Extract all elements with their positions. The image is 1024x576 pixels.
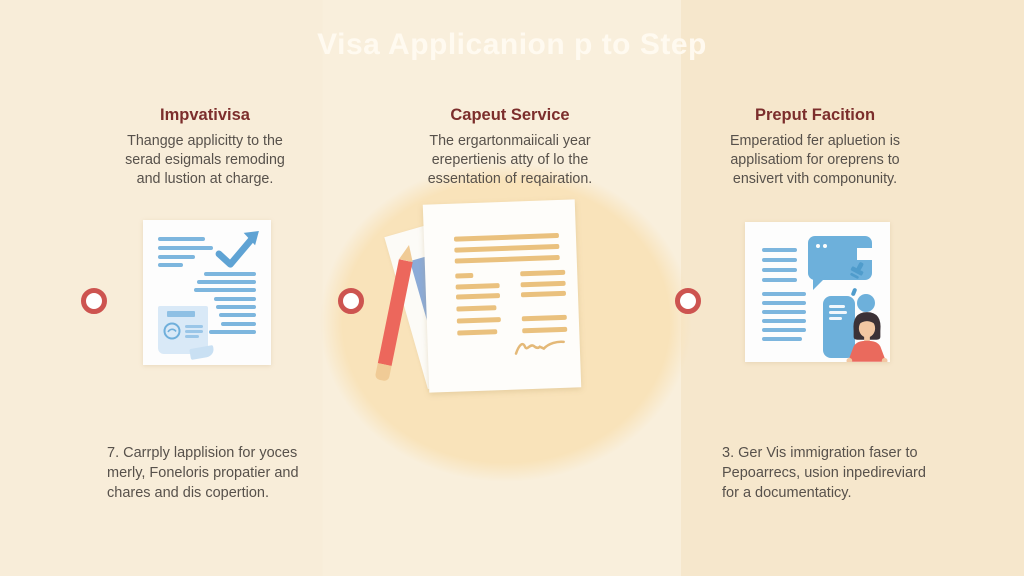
comma-mark: [850, 287, 858, 297]
text-line: [221, 322, 256, 326]
document-header-bar: [167, 311, 195, 317]
person-icon: [846, 312, 888, 362]
text-line: [456, 317, 501, 324]
text-line: [158, 255, 195, 259]
text-line: [185, 325, 203, 328]
text-line: [456, 305, 497, 312]
text-line: [158, 237, 205, 241]
text-line: [204, 272, 256, 276]
text-line: [522, 326, 568, 333]
application-papers-illustration: [374, 193, 600, 403]
column-left-body-line: Thangge applicitty to the: [127, 133, 283, 149]
column-right-body-line: Emperatiod fer apluetion is: [729, 133, 901, 149]
note-right-line: for a documentaticy.: [722, 485, 852, 501]
column-right-body-line: applisatiom for oreprens to: [730, 152, 900, 168]
text-line: [520, 280, 566, 287]
text-line: [762, 258, 797, 262]
text-line: [197, 280, 256, 284]
text-line: [455, 293, 501, 300]
text-line: [520, 269, 566, 276]
column-left-heading: Impvativisa: [160, 106, 250, 124]
note-left-line: merly, Foneloris propatier and: [107, 465, 299, 481]
text-line: [454, 254, 560, 264]
text-line: [762, 319, 806, 323]
column-center-heading: Capeut Service: [450, 106, 570, 124]
text-line: [158, 263, 183, 267]
text-line: [455, 283, 500, 290]
text-line: [762, 301, 806, 305]
page-title: Visa Applicanion p to Step: [317, 28, 707, 61]
note-left: 7. Carrply lapplision for yoces merly, F…: [107, 443, 299, 503]
text-line: [455, 272, 474, 279]
text-line: [762, 248, 797, 252]
column-center-body-line: essentation of reqairation.: [427, 171, 593, 187]
text-line: [453, 232, 559, 242]
column-center-body-line: The ergartonmaiicali year: [429, 133, 591, 149]
text-line: [185, 335, 199, 338]
check-arrow-icon: [215, 231, 259, 268]
text-line: [457, 329, 498, 336]
text-line: [454, 243, 560, 253]
text-line: [521, 314, 567, 321]
text-line: [194, 288, 256, 292]
phone-icon: [823, 296, 855, 358]
text-line: [762, 328, 806, 332]
note-right-line: Pepoarrecs, usion inpedireviard: [722, 465, 926, 481]
step-ring-icon: [675, 288, 701, 314]
column-right-heading: Preput Facition: [754, 106, 876, 124]
phone-text-line: [829, 311, 847, 314]
column-right-body-line: ensivert vith componunity.: [732, 171, 898, 187]
approved-document-illustration: [143, 220, 271, 365]
dot-circle-icon: [857, 294, 875, 312]
column-left-body-line: serad esigmals remoding: [125, 152, 285, 168]
mini-document-icon: [158, 306, 215, 361]
step-ring-icon: [81, 288, 107, 314]
text-line: [216, 305, 256, 309]
text-line: [214, 297, 256, 301]
text-line: [209, 330, 256, 334]
column-left: Impvativisa Thangge applicitty to the se…: [93, 106, 317, 189]
column-center: Capeut Service The ergartonmaiicali year…: [398, 106, 622, 189]
step-ring-icon: [338, 288, 364, 314]
front-sheet: [422, 199, 582, 393]
note-right-line: 3. Ger Vis immigration faser to: [722, 445, 918, 461]
text-line: [219, 313, 256, 317]
text-line: [762, 268, 797, 272]
column-left-body-line: and lustion at charge.: [136, 171, 274, 187]
text-line: [762, 292, 806, 296]
bubble-dot: [823, 244, 827, 248]
text-line: [158, 246, 213, 250]
text-line: [520, 290, 567, 297]
note-left-line: chares and dis copertion.: [107, 485, 270, 501]
stamp-icon: [163, 322, 181, 340]
stamp-icon: [850, 262, 864, 279]
text-line: [762, 337, 802, 341]
bubble-dot: [816, 244, 820, 248]
phone-text-line: [829, 305, 845, 308]
phone-text-line: [829, 317, 842, 320]
page-curl: [189, 344, 215, 361]
text-line: [762, 278, 797, 282]
bubble-notch: [857, 248, 873, 260]
signature-icon: [514, 340, 565, 355]
text-line: [762, 310, 806, 314]
text-line: [185, 330, 203, 333]
support-chat-illustration: [745, 222, 890, 362]
column-right: Preput Facition Emperatiod fer apluetion…: [703, 106, 927, 189]
column-center-body-line: erepertienis atty of lo the: [431, 152, 589, 168]
note-right: 3. Ger Vis immigration faser to Pepoarre…: [722, 443, 926, 503]
note-left-line: 7. Carrply lapplision for yoces: [107, 445, 298, 461]
